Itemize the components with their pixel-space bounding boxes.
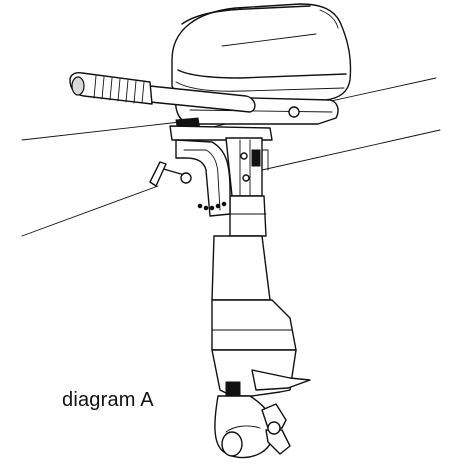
callout-line-1 bbox=[21, 121, 181, 141]
tiller-handle bbox=[69, 72, 256, 133]
diagram-caption: diagram A bbox=[62, 389, 154, 411]
propeller bbox=[261, 403, 291, 455]
lower-unit bbox=[211, 349, 311, 459]
clamp-bracket bbox=[149, 139, 231, 217]
mid-section bbox=[211, 235, 297, 351]
callout-line-2 bbox=[21, 185, 159, 237]
callout-line-4 bbox=[261, 129, 441, 171]
engine-cowling bbox=[171, 3, 352, 125]
